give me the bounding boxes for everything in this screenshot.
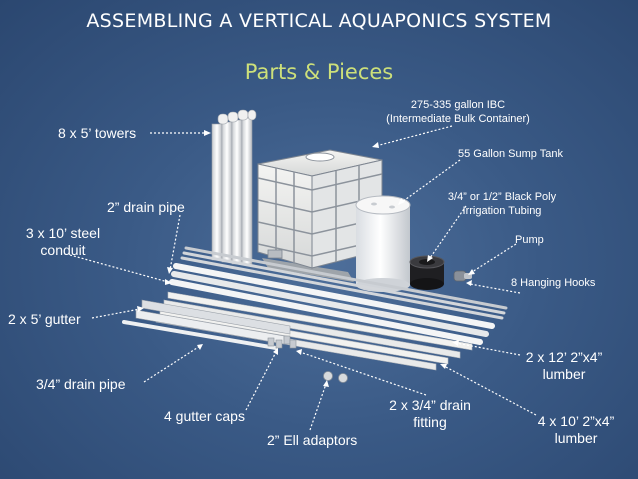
label-lumber-10: 4 x 10’ 2”x4” lumber: [520, 413, 632, 447]
label-poly-tubing-line1: 3/4” or 1/2” Black Poly: [447, 191, 557, 203]
label-lumber-10-line2: lumber: [554, 430, 598, 446]
label-pump: Pump: [515, 234, 544, 246]
label-lumber-12: 2 x 12’ 2”x4” lumber: [508, 349, 620, 383]
label-lumber-12-line2: lumber: [542, 366, 586, 382]
label-drain-fitting-line1: 2 x 3/4” drain: [389, 397, 471, 413]
label-drain-pipe: 2” drain pipe: [107, 199, 185, 215]
gutters: [135, 299, 291, 345]
slide-title: ASSEMBLING A VERTICAL AQUAPONICS SYSTEM: [86, 10, 552, 32]
label-lumber-12-line1: 2 x 12’ 2”x4”: [525, 349, 603, 365]
label-ell-adaptors: 2” Ell adaptors: [267, 432, 358, 448]
label-lumber-10-line1: 4 x 10’ 2”x4”: [537, 413, 615, 429]
small-drain-pipe: [122, 320, 278, 350]
label-hanging-hooks: 8 Hanging Hooks: [511, 277, 596, 289]
label-ibc-line2: (Intermediate Bulk Container): [386, 113, 530, 125]
callout-arrowheads: [137, 130, 475, 387]
label-sump-tank: 55 Gallon Sump Tank: [458, 148, 563, 160]
steel-conduit: [180, 246, 508, 320]
gutter-caps: [267, 335, 297, 349]
label-ibc: 275-335 gallon IBC (Intermediate Bulk Co…: [370, 98, 546, 126]
drain-pipes: [169, 263, 495, 345]
label-ibc-line1: 275-335 gallon IBC: [410, 99, 506, 111]
label-poly-tubing: 3/4” or 1/2” Black Poly Irrigation Tubin…: [418, 190, 586, 218]
label-drain-fitting-line2: fitting: [413, 414, 447, 430]
label-steel-conduit: 3 x 10’ steel conduit: [8, 225, 118, 259]
label-small-drain-pipe: 3/4” drain pipe: [36, 376, 126, 392]
pump: [453, 270, 472, 282]
label-towers: 8 x 5’ towers: [58, 125, 137, 141]
poly-tubing: [409, 255, 445, 290]
sump-tank: [355, 195, 411, 292]
towers: [211, 109, 257, 265]
slide-subtitle: Parts & Pieces: [244, 60, 394, 84]
label-poly-tubing-line2: Irrigation Tubing: [462, 205, 542, 217]
label-steel-conduit-line2: conduit: [40, 242, 86, 258]
label-drain-fitting: 2 x 3/4” drain fitting: [370, 397, 490, 431]
label-gutter: 2 x 5’ gutter: [8, 311, 81, 327]
drain-fittings: [323, 371, 348, 383]
label-gutter-caps: 4 gutter caps: [164, 408, 245, 424]
callout-arrows: [69, 125, 537, 431]
label-steel-conduit-line1: 3 x 10’ steel: [25, 225, 101, 241]
